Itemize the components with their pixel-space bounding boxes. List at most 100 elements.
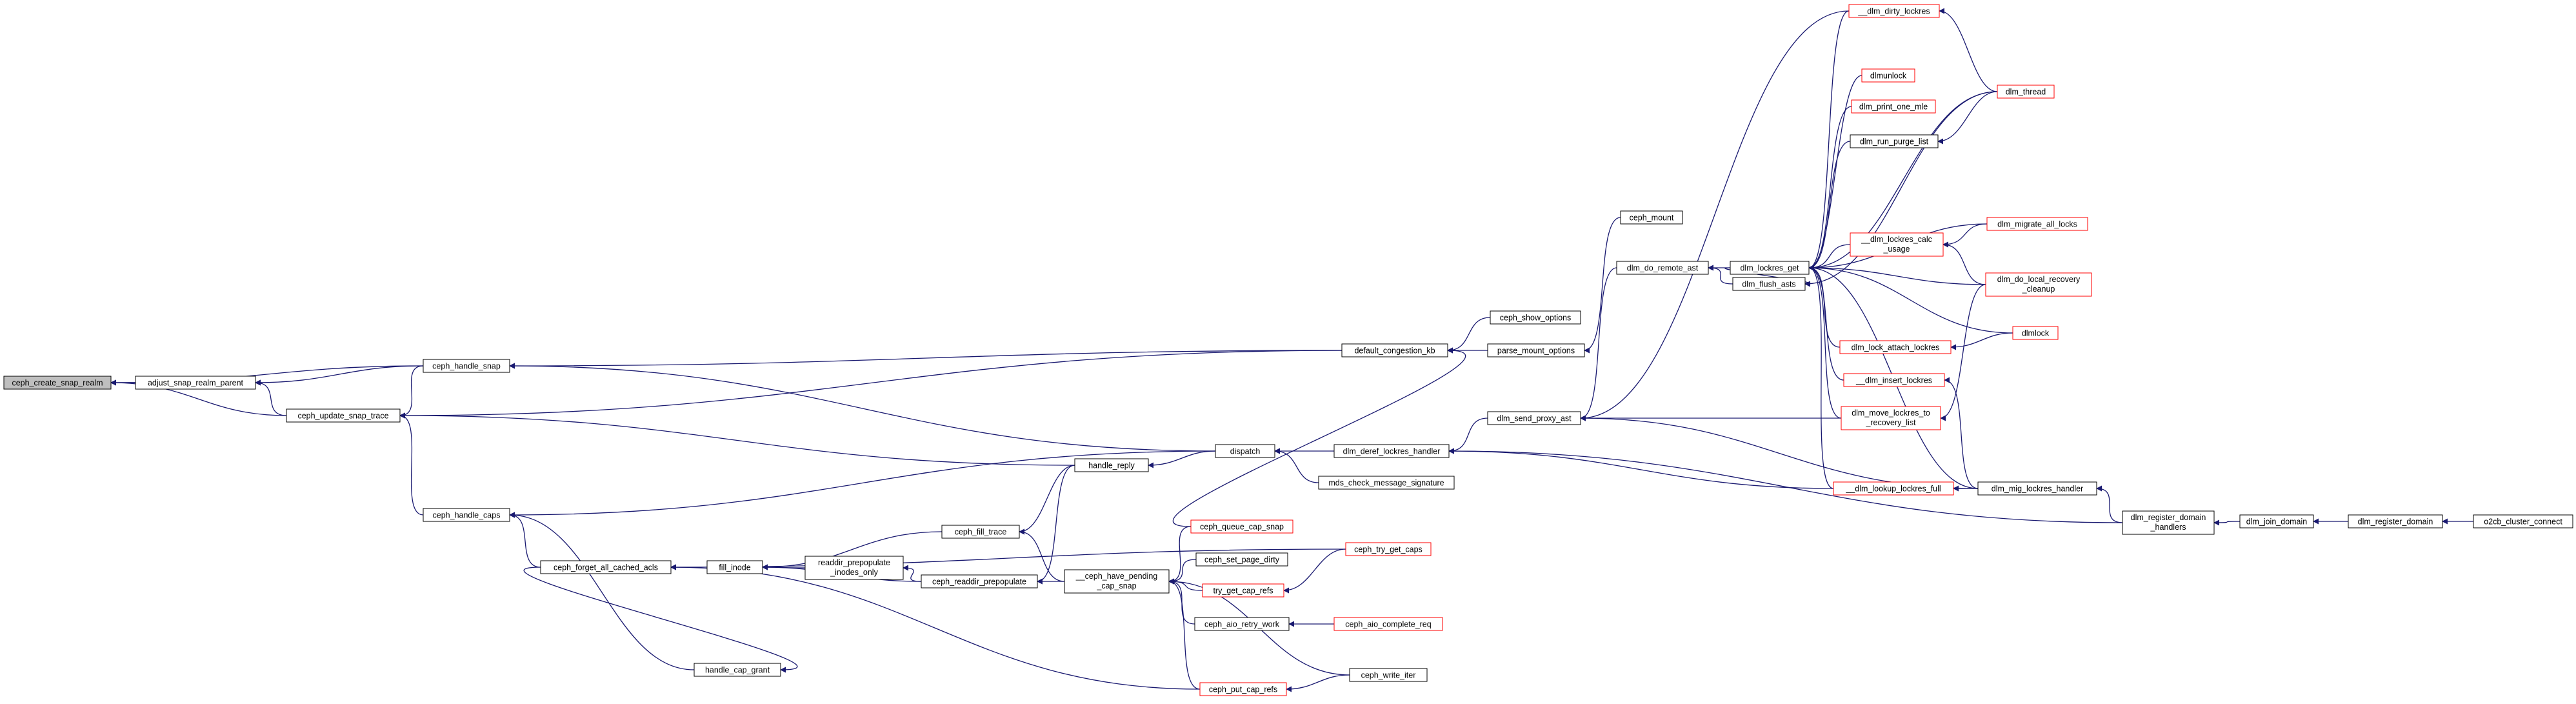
node-box[interactable] bbox=[1318, 476, 1455, 490]
node-box[interactable] bbox=[1487, 343, 1585, 357]
node-ceph-readdir-prepopulate[interactable]: ceph_readdir_prepopulate bbox=[921, 574, 1038, 588]
node-dlm-lookup-lockres-full[interactable]: __dlm_lookup_lockres_full bbox=[1833, 481, 1954, 496]
node-box[interactable] bbox=[286, 408, 401, 423]
node-box[interactable] bbox=[941, 525, 1020, 539]
node-box[interactable] bbox=[1195, 552, 1288, 567]
node-box[interactable] bbox=[1986, 217, 2088, 231]
node-ceph-update-snap-trace[interactable]: ceph_update_snap_trace bbox=[286, 408, 401, 423]
node-try-get-cap-refs[interactable]: try_get_cap_refs bbox=[1202, 583, 1284, 598]
node-box[interactable] bbox=[1850, 232, 1944, 257]
node-dlm-register-domain-handlers[interactable]: dlm_register_domain_handlers bbox=[2122, 510, 2215, 535]
node-box[interactable] bbox=[1730, 261, 1810, 275]
node-box[interactable] bbox=[706, 560, 763, 574]
node-dlm-mig-lockres-handler[interactable]: dlm_mig_lockres_handler bbox=[1977, 481, 2097, 496]
node-dlm-dirty-lockres[interactable]: __dlm_dirty_lockres bbox=[1848, 4, 1940, 18]
node-o2cb-cluster-connect[interactable]: o2cb_cluster_connect bbox=[2473, 514, 2573, 528]
node-box[interactable] bbox=[1997, 85, 2055, 99]
node-ceph-handle-caps[interactable]: ceph_handle_caps bbox=[423, 508, 510, 522]
node-default-congestion-kb[interactable]: default_congestion_kb bbox=[1341, 343, 1448, 357]
node-readdir-prepopulate-inodes-only[interactable]: readdir_prepopulate_inodes_only bbox=[804, 556, 904, 580]
node-ceph-aio-retry-work[interactable]: ceph_aio_retry_work bbox=[1194, 617, 1290, 631]
node-box[interactable] bbox=[1345, 542, 1432, 556]
node-box[interactable] bbox=[921, 574, 1038, 588]
node-dlm-deref-lockres-handler[interactable]: dlm_deref_lockres_handler bbox=[1333, 444, 1450, 458]
node-box[interactable] bbox=[1732, 277, 1806, 291]
node-dlm-insert-lockres[interactable]: __dlm_insert_lockres bbox=[1843, 373, 1945, 387]
node-box[interactable] bbox=[423, 359, 510, 373]
node-box[interactable] bbox=[540, 560, 672, 574]
node-ceph-create-snap-realm[interactable]: ceph_create_snap_realm bbox=[3, 376, 112, 390]
node-box[interactable] bbox=[1215, 444, 1275, 458]
node-box[interactable] bbox=[1839, 340, 1952, 354]
node-box[interactable] bbox=[2239, 514, 2314, 528]
node-dlm-send-proxy-ast[interactable]: dlm_send_proxy_ast bbox=[1487, 411, 1581, 425]
node-mds-check-message-signature[interactable]: mds_check_message_signature bbox=[1318, 476, 1455, 490]
node-box[interactable] bbox=[1333, 617, 1443, 631]
node-dlm-thread[interactable]: dlm_thread bbox=[1997, 85, 2055, 99]
node-box[interactable] bbox=[1841, 406, 1941, 430]
node-dlm-register-domain[interactable]: dlm_register_domain bbox=[2348, 514, 2443, 528]
node-box[interactable] bbox=[2348, 514, 2443, 528]
node-box[interactable] bbox=[1833, 481, 1954, 496]
node-ceph-try-get-caps[interactable]: ceph_try_get_caps bbox=[1345, 542, 1432, 556]
node-dlm-do-remote-ast[interactable]: dlm_do_remote_ast bbox=[1616, 261, 1709, 275]
node-ceph-aio-complete-req[interactable]: ceph_aio_complete_req bbox=[1333, 617, 1443, 631]
node-dlm-do-local-recovery-cleanup[interactable]: dlm_do_local_recovery_cleanup bbox=[1985, 272, 2092, 297]
node-ceph-mount[interactable]: ceph_mount bbox=[1620, 210, 1683, 225]
node-dlm-print-one-mle[interactable]: dlm_print_one_mle bbox=[1851, 99, 1936, 114]
node-box[interactable] bbox=[1850, 134, 1939, 148]
node-dlm-flush-asts[interactable]: dlm_flush_asts bbox=[1732, 277, 1806, 291]
node-box[interactable] bbox=[2473, 514, 2573, 528]
node-parse-mount-options[interactable]: parse_mount_options bbox=[1487, 343, 1585, 357]
node-ceph-handle-snap[interactable]: ceph_handle_snap bbox=[423, 359, 510, 373]
node-box[interactable] bbox=[1074, 458, 1149, 472]
node-box[interactable] bbox=[1490, 310, 1581, 325]
node-dlm-run-purge-list[interactable]: dlm_run_purge_list bbox=[1850, 134, 1939, 148]
node-handle-reply[interactable]: handle_reply bbox=[1074, 458, 1149, 472]
node-box[interactable] bbox=[423, 508, 510, 522]
node-box[interactable] bbox=[1333, 444, 1450, 458]
node-box[interactable] bbox=[1194, 617, 1290, 631]
node-box[interactable] bbox=[1851, 99, 1936, 114]
node-ceph-show-options[interactable]: ceph_show_options bbox=[1490, 310, 1581, 325]
node-box[interactable] bbox=[1843, 373, 1945, 387]
node-handle-cap-grant[interactable]: handle_cap_grant bbox=[694, 663, 781, 677]
node-box[interactable] bbox=[1977, 481, 2097, 496]
node-ceph-fill-trace[interactable]: ceph_fill_trace bbox=[941, 525, 1020, 539]
node-fill-inode[interactable]: fill_inode bbox=[706, 560, 763, 574]
node-ceph-have-pending-cap-snap[interactable]: __ceph_have_pending_cap_snap bbox=[1064, 569, 1170, 594]
node-box[interactable] bbox=[1202, 583, 1284, 598]
node-ceph-write-iter[interactable]: ceph_write_iter bbox=[1349, 668, 1428, 682]
node-box[interactable] bbox=[1199, 682, 1287, 696]
node-dlm-migrate-all-locks[interactable]: dlm_migrate_all_locks bbox=[1986, 217, 2088, 231]
node-box[interactable] bbox=[1341, 343, 1448, 357]
node-adjust-snap-realm-parent[interactable]: adjust_snap_realm_parent bbox=[135, 376, 256, 390]
node-dlmlock[interactable]: dlmlock bbox=[2012, 326, 2059, 340]
node-box[interactable] bbox=[1487, 411, 1581, 425]
node-box[interactable] bbox=[2122, 510, 2215, 535]
node-dlm-lockres-calc-usage[interactable]: __dlm_lockres_calc_usage bbox=[1850, 232, 1944, 257]
node-box[interactable] bbox=[1616, 261, 1709, 275]
node-ceph-forget-all-cached-acls[interactable]: ceph_forget_all_cached_acls bbox=[540, 560, 672, 574]
node-dlm-join-domain[interactable]: dlm_join_domain bbox=[2239, 514, 2314, 528]
node-ceph-set-page-dirty[interactable]: ceph_set_page_dirty bbox=[1195, 552, 1288, 567]
node-dlm-move-lockres-to-recovery-list[interactable]: dlm_move_lockres_to_recovery_list bbox=[1841, 406, 1941, 430]
node-box[interactable] bbox=[1620, 210, 1683, 225]
node-ceph-queue-cap-snap[interactable]: ceph_queue_cap_snap bbox=[1190, 519, 1293, 534]
node-box[interactable] bbox=[694, 663, 781, 677]
node-box[interactable] bbox=[1848, 4, 1940, 18]
node-dispatch[interactable]: dispatch bbox=[1215, 444, 1275, 458]
node-box[interactable] bbox=[135, 376, 256, 390]
node-box[interactable] bbox=[1190, 519, 1293, 534]
node-box[interactable] bbox=[1064, 569, 1170, 594]
node-box[interactable] bbox=[2012, 326, 2059, 340]
node-ceph-put-cap-refs[interactable]: ceph_put_cap_refs bbox=[1199, 682, 1287, 696]
node-dlmunlock[interactable]: dlmunlock bbox=[1861, 68, 1915, 83]
node-dlm-lockres-get[interactable]: dlm_lockres_get bbox=[1730, 261, 1810, 275]
node-box[interactable] bbox=[3, 376, 112, 390]
node-box[interactable] bbox=[804, 556, 904, 580]
node-dlm-lock-attach-lockres[interactable]: dlm_lock_attach_lockres bbox=[1839, 340, 1952, 354]
node-box[interactable] bbox=[1985, 272, 2092, 297]
node-box[interactable] bbox=[1861, 68, 1915, 83]
node-box[interactable] bbox=[1349, 668, 1428, 682]
